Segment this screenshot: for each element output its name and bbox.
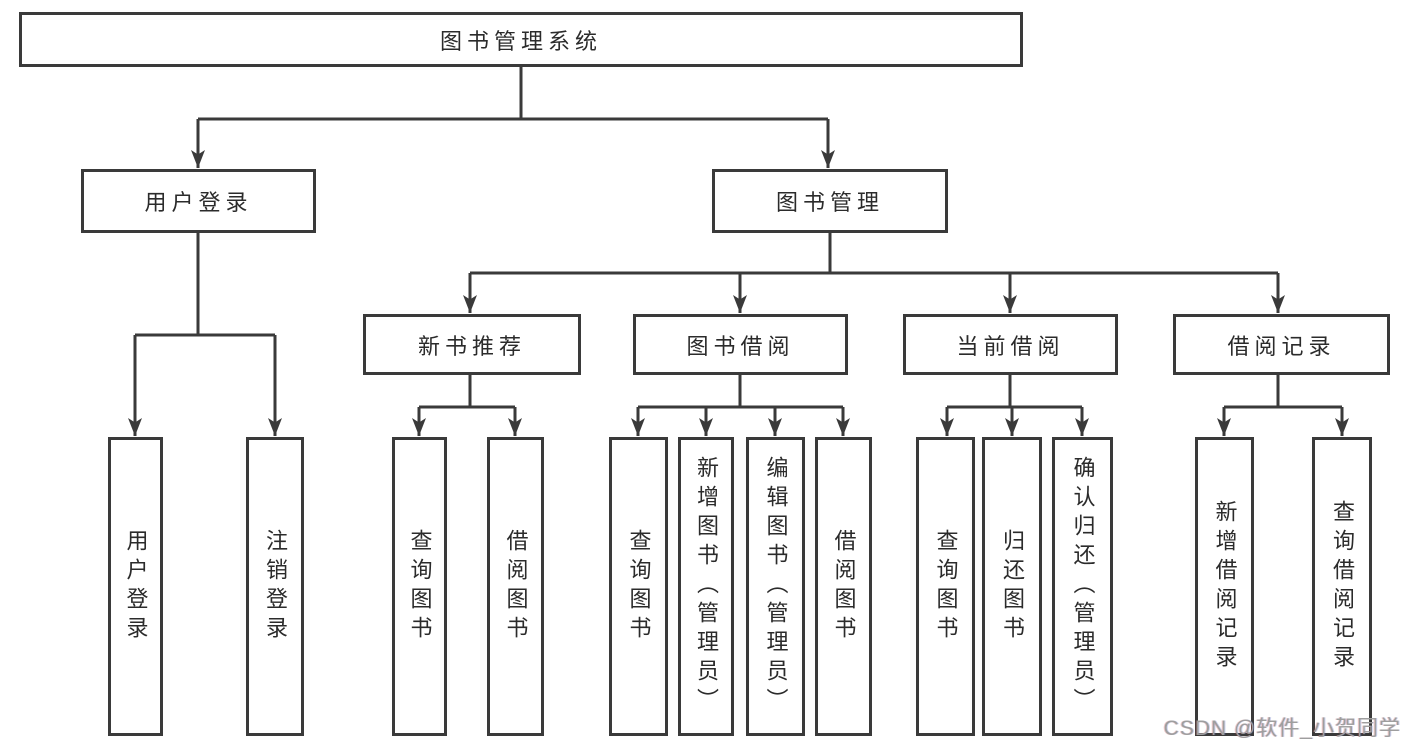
leaf-bb-edit-books-admin-label: 编辑图书（管理员） <box>763 456 789 717</box>
connector-current-borrow-split <box>947 375 1082 409</box>
leaf-cb-return-books-label: 归还图书 <box>1000 528 1025 645</box>
node-user-login-label: 用户登录 <box>144 190 253 215</box>
node-root: 图书管理系统 <box>19 12 1023 67</box>
connector-book-management-split <box>470 233 1278 275</box>
leaf-bb-borrow-books-label: 借阅图书 <box>831 528 857 645</box>
node-new-book-recommend: 新书推荐 <box>363 314 581 375</box>
leaf-nbr-borrow-books: 借阅图书 <box>487 437 544 736</box>
leaf-bb-borrow-books: 借阅图书 <box>815 437 872 736</box>
node-book-management: 图书管理 <box>712 169 948 233</box>
node-new-book-recommend-label: 新书推荐 <box>417 333 526 359</box>
leaf-user-login: 用户登录 <box>108 437 163 736</box>
leaf-nbr-borrow-books-label: 借阅图书 <box>503 528 529 645</box>
connector-root-split <box>198 67 828 121</box>
connector-new-book-recommend-split <box>419 375 515 409</box>
leaf-bb-add-books-admin: 新增图书（管理员） <box>678 437 734 736</box>
node-book-management-label: 图书管理 <box>775 190 884 215</box>
connector-book-borrow-split <box>638 375 843 409</box>
leaf-br-add-record: 新增借阅记录 <box>1195 437 1254 736</box>
leaf-nbr-query-books-label: 查询图书 <box>407 528 433 645</box>
node-current-borrow: 当前借阅 <box>903 314 1118 375</box>
leaf-nbr-query-books: 查询图书 <box>392 437 447 736</box>
connector-user-login-split <box>135 233 275 337</box>
leaf-user-login-label: 用户登录 <box>123 528 149 645</box>
leaf-br-query-record: 查询借阅记录 <box>1312 437 1372 736</box>
leaf-bb-edit-books-admin: 编辑图书（管理员） <box>746 437 805 736</box>
leaf-cb-query-books-label: 查询图书 <box>933 528 959 645</box>
node-current-borrow-label: 当前借阅 <box>956 333 1065 359</box>
leaf-cb-return-books: 归还图书 <box>982 437 1042 736</box>
node-book-borrow-label: 图书借阅 <box>686 333 795 359</box>
leaf-br-query-record-label: 查询借阅记录 <box>1330 499 1355 674</box>
leaf-logout-label: 注销登录 <box>263 528 288 645</box>
leaf-bb-query-books: 查询图书 <box>609 437 668 736</box>
leaf-cb-confirm-return-admin-label: 确认归还（管理员） <box>1070 456 1096 717</box>
node-book-borrow: 图书借阅 <box>633 314 848 375</box>
leaf-cb-confirm-return-admin: 确认归还（管理员） <box>1052 437 1113 736</box>
leaf-bb-add-books-admin-label: 新增图书（管理员） <box>694 456 719 717</box>
connector-borrow-records-split <box>1224 375 1342 409</box>
node-borrow-records: 借阅记录 <box>1173 314 1390 375</box>
node-root-label: 图书管理系统 <box>439 28 602 54</box>
leaf-bb-query-books-label: 查询图书 <box>626 528 652 645</box>
leaf-logout: 注销登录 <box>246 437 304 736</box>
node-borrow-records-label: 借阅记录 <box>1227 333 1336 359</box>
leaf-br-add-record-label: 新增借阅记录 <box>1212 499 1238 674</box>
leaf-cb-query-books: 查询图书 <box>916 437 975 736</box>
csdn-watermark: CSDN @软件_小贺同学 <box>1163 717 1401 740</box>
node-user-login: 用户登录 <box>81 169 316 233</box>
